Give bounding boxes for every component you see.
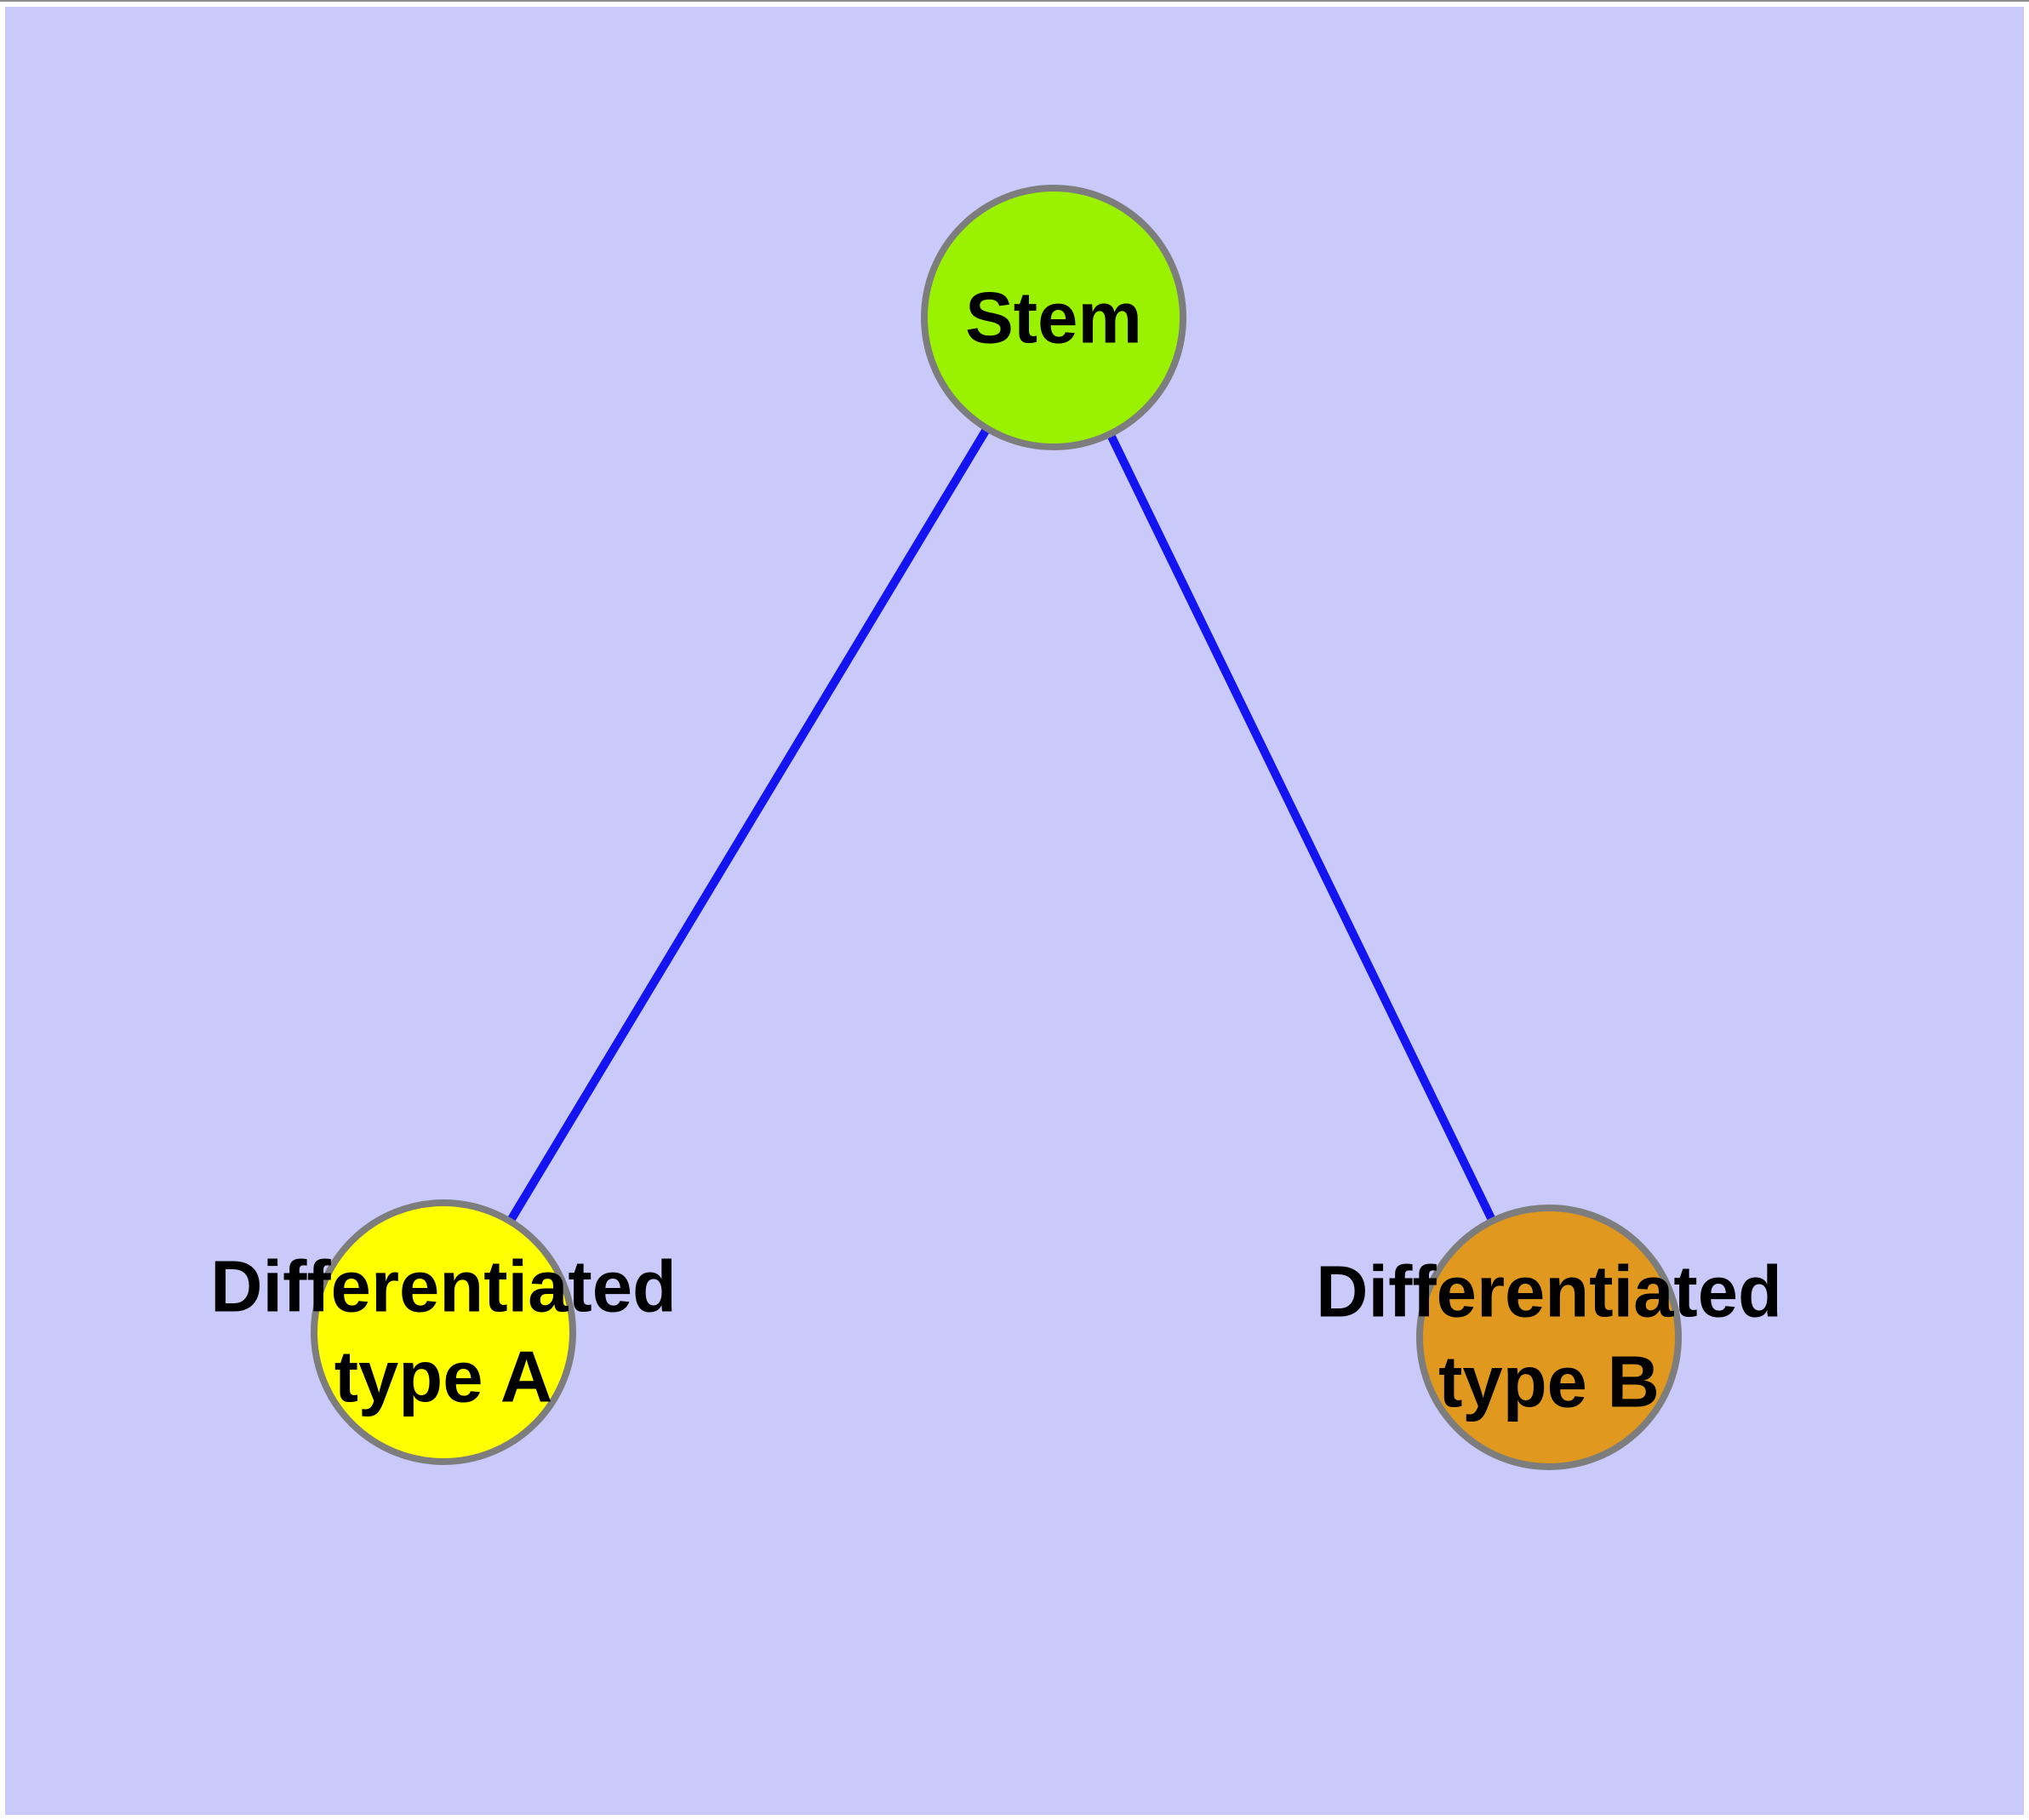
- node-stem: Stem: [921, 185, 1186, 450]
- node-type-a: Differentiated type A: [210, 1199, 677, 1465]
- node-type-b-label-line2: type B: [1438, 1342, 1660, 1423]
- node-type-a-label-line2: type A: [334, 1337, 553, 1418]
- edge-stem-to-type-b: [1049, 315, 1553, 1340]
- node-type-b: Differentiated type B: [1316, 1205, 1782, 1470]
- node-stem-label: Stem: [965, 278, 1142, 359]
- node-type-b-label-line1: Differentiated: [1316, 1252, 1782, 1333]
- edge-stem-to-type-a: [439, 315, 1058, 1335]
- node-type-a-label-line1: Differentiated: [210, 1247, 677, 1328]
- node-type-b-circle: [1416, 1205, 1682, 1470]
- node-type-a-circle: [311, 1199, 576, 1465]
- node-stem-circle: [921, 185, 1186, 450]
- edge-layer: [439, 315, 1553, 1340]
